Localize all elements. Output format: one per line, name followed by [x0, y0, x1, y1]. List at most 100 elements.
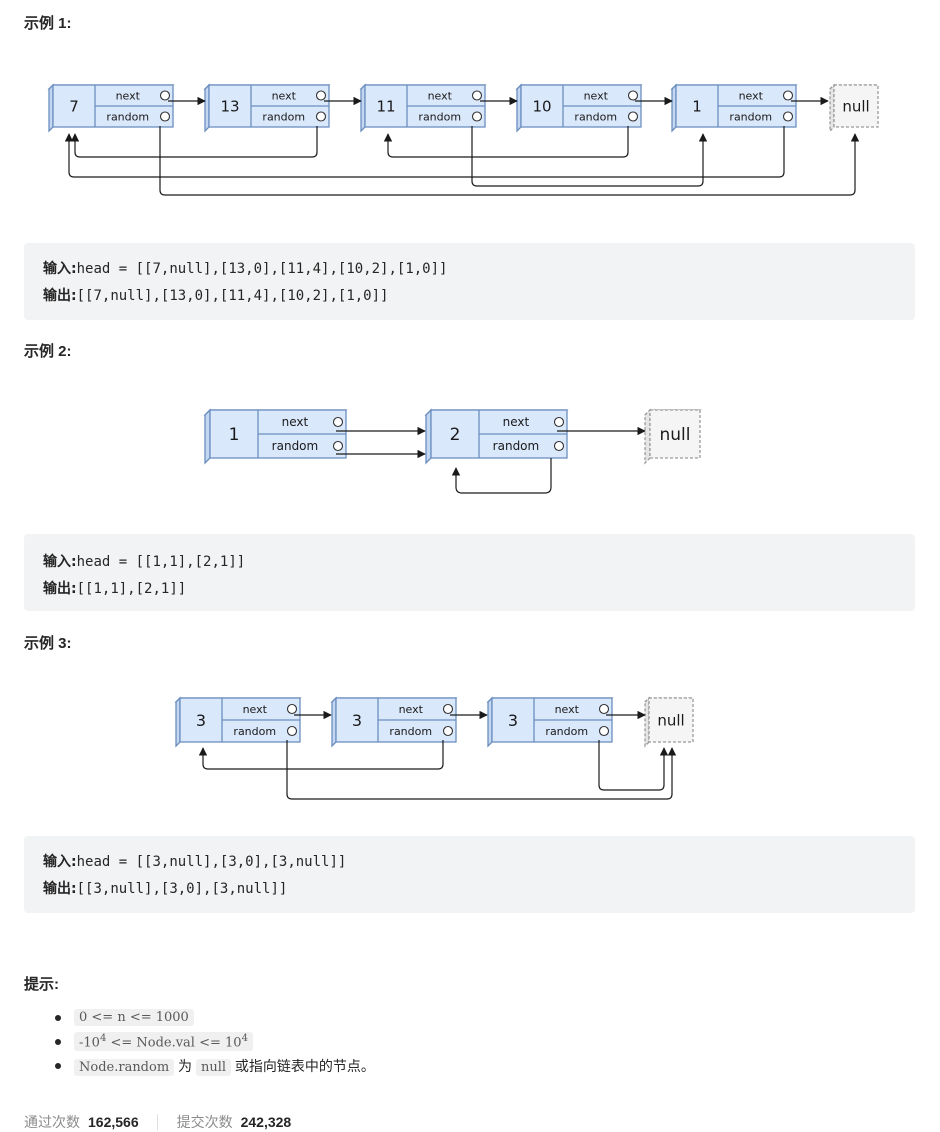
next-port-icon — [627, 90, 639, 101]
random-label: random — [418, 110, 461, 123]
next-port-icon — [471, 90, 483, 101]
example-3-diagram: 3 next random 3 next random 3 next random null — [174, 696, 695, 800]
random-port-icon — [442, 725, 454, 737]
bullet-icon — [55, 1015, 61, 1021]
example-1-heading: 示例 1: — [24, 15, 72, 32]
constraint-text: 或指向链表中的节点。 — [231, 1058, 375, 1074]
next-label: next — [555, 703, 580, 716]
stats-divider — [156, 1114, 158, 1130]
example-2-heading: 示例 2: — [24, 343, 72, 360]
next-port-icon — [315, 90, 327, 101]
random-port-icon — [627, 111, 639, 122]
example-1-diagram: 7 next random 13 next random 11 next random 10 nex… — [47, 83, 880, 196]
node-value: 7 — [69, 97, 79, 115]
list-node: 10 next random — [515, 83, 643, 133]
null-node: null — [828, 83, 880, 133]
list-node: 3 next random — [330, 696, 458, 748]
null-label: null — [842, 97, 869, 115]
list-node: 11 next random — [359, 83, 487, 133]
next-label: next — [116, 89, 141, 102]
random-label: random — [574, 110, 617, 123]
random-label: random — [272, 439, 319, 453]
example-1-nodes: 7 next random 13 next random 11 next random 10 nex… — [47, 83, 880, 133]
example-3-output-line: 输出:[[3,null],[3,0],[3,null]] — [43, 881, 288, 897]
random-port-icon — [286, 725, 298, 737]
example-1-output-line: 输出:[[7,null],[13,0],[11,4],[10,2],[1,0]] — [43, 288, 389, 304]
next-label: next — [503, 415, 530, 429]
node-value: 1 — [692, 97, 702, 115]
next-port-icon — [598, 703, 610, 715]
example-2-nodes: 1 next random 2 next random null — [203, 408, 702, 465]
next-label: next — [282, 415, 309, 429]
bullet-icon — [55, 1039, 61, 1045]
next-port-icon — [442, 703, 454, 715]
next-port-icon — [332, 416, 344, 428]
list-node: 1 next random — [203, 408, 348, 465]
next-label: next — [428, 89, 453, 102]
node-value: 3 — [508, 711, 518, 730]
example-1-input-line: 输入:head = [[7,null],[13,0],[11,4],[10,2]… — [43, 261, 448, 277]
random-port-icon — [332, 440, 344, 452]
example-2-output-line: 输出:[[1,1],[2,1]] — [43, 581, 187, 597]
next-label: next — [584, 89, 609, 102]
constraint-code: null — [195, 1059, 232, 1076]
random-label: random — [545, 725, 588, 738]
node-value: 1 — [229, 425, 240, 445]
constraint-text: 为 — [174, 1058, 196, 1074]
accepted-value: 162,566 — [88, 1114, 139, 1130]
list-node: 3 next random — [174, 696, 302, 748]
null-node: null — [643, 696, 695, 748]
random-port-icon — [315, 111, 327, 122]
example-3-io: 输入:head = [[3,null],[3,0],[3,null]] 输出:[… — [24, 836, 915, 913]
random-label: random — [233, 725, 276, 738]
null-label: null — [660, 425, 691, 445]
example-3-heading: 示例 3: — [24, 635, 72, 652]
node-value: 13 — [220, 97, 239, 115]
next-port-icon — [553, 416, 565, 428]
node-value: 2 — [450, 425, 461, 445]
example-2-input-line: 输入:head = [[1,1],[2,1]] — [43, 554, 246, 570]
next-label: next — [399, 703, 424, 716]
example-3-nodes: 3 next random 3 next random 3 next random null — [174, 696, 695, 748]
constraints-list: 0 <= n <= 1000 -104 <= Node.val <= 104 N… — [24, 1008, 375, 1080]
null-node: null — [643, 408, 702, 465]
next-label: next — [243, 703, 268, 716]
null-label: null — [657, 711, 684, 729]
constraint-code: 0 <= n <= 1000 — [74, 1009, 194, 1026]
random-port-icon — [471, 111, 483, 122]
submissions-value: 242,328 — [240, 1114, 292, 1130]
next-port-icon — [782, 90, 794, 101]
list-node: 1 next random — [670, 83, 798, 133]
constraint-item: Node.random 为 null 或指向链表中的节点。 — [24, 1056, 375, 1080]
node-value: 3 — [352, 711, 362, 730]
node-value: 10 — [532, 97, 551, 115]
accepted-label: 通过次数 — [24, 1114, 80, 1130]
node-value: 11 — [376, 97, 395, 115]
next-port-icon — [159, 90, 171, 101]
random-port-icon — [782, 111, 794, 122]
list-node: 7 next random — [47, 83, 175, 133]
constraints-heading: 提示: — [24, 976, 59, 993]
example-2-diagram: 1 next random 2 next random null — [203, 408, 702, 494]
random-label: random — [106, 110, 149, 123]
random-label: random — [389, 725, 432, 738]
random-port-icon — [159, 111, 171, 122]
constraint-code: -104 <= Node.val <= 104 — [74, 1032, 253, 1052]
random-label: random — [262, 110, 305, 123]
constraint-code: Node.random — [74, 1059, 175, 1076]
example-3-input-line: 输入:head = [[3,null],[3,0],[3,null]] — [43, 854, 347, 870]
example-1-io: 输入:head = [[7,null],[13,0],[11,4],[10,2]… — [24, 243, 915, 320]
random-label: random — [493, 439, 540, 453]
bullet-icon — [55, 1063, 61, 1069]
next-label: next — [272, 89, 297, 102]
next-port-icon — [286, 703, 298, 715]
list-node: 2 next random — [424, 408, 569, 465]
node-value: 3 — [196, 711, 206, 730]
constraint-item: -104 <= Node.val <= 104 — [24, 1032, 375, 1056]
random-port-icon — [598, 725, 610, 737]
example-2-io: 输入:head = [[1,1],[2,1]] 输出:[[1,1],[2,1]] — [24, 534, 915, 611]
next-label: next — [739, 89, 764, 102]
list-node: 3 next random — [486, 696, 614, 748]
random-label: random — [729, 110, 772, 123]
